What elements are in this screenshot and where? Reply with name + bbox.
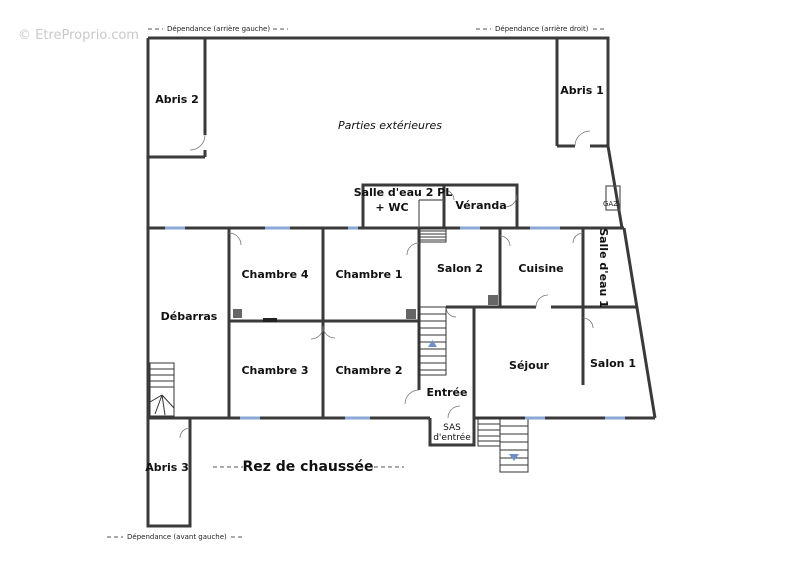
door-abris2 (189, 134, 206, 151)
door-chambre1 (406, 242, 420, 256)
annex-rear-right-label: Dépendance (arrière droit) (495, 25, 589, 33)
door-entree (404, 389, 420, 405)
room-sde2-line2: + WC (375, 201, 408, 214)
room-sde2-line1: Salle d'eau 2 PL (354, 186, 453, 199)
door-veranda (504, 194, 518, 208)
door-abris1 (574, 130, 591, 147)
room-abris1: Abris 1 (560, 84, 604, 97)
level-title: Rez de chaussée (242, 459, 373, 475)
door-sejour-cuisine (535, 294, 549, 308)
door-abris3 (179, 427, 191, 439)
wall-rear-outline (148, 36, 610, 146)
column-ch1 (406, 309, 416, 319)
closet-ch4 (263, 318, 277, 322)
room-sas-line2: d'entrée (433, 432, 471, 443)
column-ch4 (233, 309, 242, 318)
door-sas (447, 405, 461, 419)
stairs-main (418, 306, 447, 376)
stairs-debarras (149, 362, 175, 417)
door-salon1 (582, 317, 594, 329)
room-entree: Entrée (427, 386, 468, 399)
room-veranda: Véranda (455, 199, 506, 212)
gaz-label: GAZ (603, 200, 618, 208)
wall-right-slant-upper (606, 145, 624, 229)
gaz-box (605, 185, 621, 211)
room-abris2: Abris 2 (155, 93, 199, 106)
wall-right-slant-lower (622, 227, 657, 419)
door-sde1 (572, 232, 584, 244)
stairs-annex (419, 227, 447, 243)
watermark-text: © EtreProprio.com (18, 28, 139, 43)
room-debarras: Débarras (161, 310, 218, 323)
room-salon2: Salon 2 (437, 262, 483, 275)
door-chambre3 (310, 326, 324, 340)
wall-abris3 (146, 418, 192, 528)
room-salon1: Salon 1 (590, 357, 636, 370)
door-chambre2 (322, 325, 336, 339)
door-sde2 (443, 189, 455, 201)
room-sas-line1: SAS (443, 423, 461, 433)
room-chambre4: Chambre 4 (241, 268, 308, 281)
room-sde1: Salle d'eau 1 (597, 228, 610, 308)
room-chambre2: Chambre 2 (335, 364, 402, 377)
room-exterieur: Parties extérieures (338, 119, 442, 132)
door-chambre4 (228, 232, 242, 246)
wall-annex-block (361, 183, 519, 228)
column-salon2 (488, 295, 498, 305)
door-cuisine (499, 235, 511, 247)
annex-front-left-label: Dépendance (avant gauche) (127, 533, 227, 541)
room-chambre1: Chambre 1 (335, 268, 402, 281)
stairs-exterior (477, 417, 529, 473)
annex-rear-left-label: Dépendance (arrière gauche) (167, 25, 270, 33)
room-sejour: Séjour (509, 359, 550, 372)
wall-sas (428, 418, 476, 447)
room-abris3: Abris 3 (145, 461, 189, 474)
room-chambre3: Chambre 3 (241, 364, 308, 377)
room-cuisine: Cuisine (518, 262, 563, 275)
